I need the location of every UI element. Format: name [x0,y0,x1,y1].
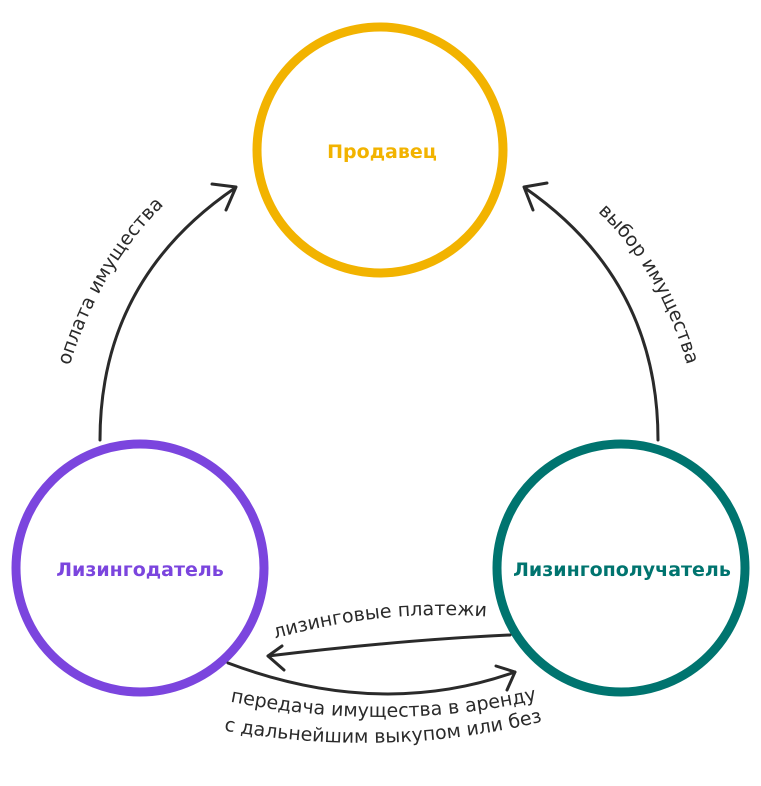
seller-label: Продавец [327,141,437,163]
lease-payments-arrowhead-icon [266,644,286,672]
choice-arrow-line [523,186,660,442]
choice-arrowhead-icon [522,181,549,212]
payment-label: оплата имущества [53,193,167,367]
lessor-label: Лизингодатель [56,559,224,581]
lessor-circle [11,439,269,697]
payment-arrowhead-icon [210,182,238,212]
lessee-label: Лизингополучатель [513,559,731,581]
lease-payments-arrow-line [266,633,512,658]
seller-circle [252,22,508,278]
lessee-circle [492,439,750,697]
choice-label: выбор имущества [594,200,703,367]
lease-payments-label: лизинговые платежи [271,598,488,643]
payment-arrow-line [98,186,237,442]
transfer-arrowhead-icon [494,664,517,692]
transfer-arrow-line [226,661,517,696]
